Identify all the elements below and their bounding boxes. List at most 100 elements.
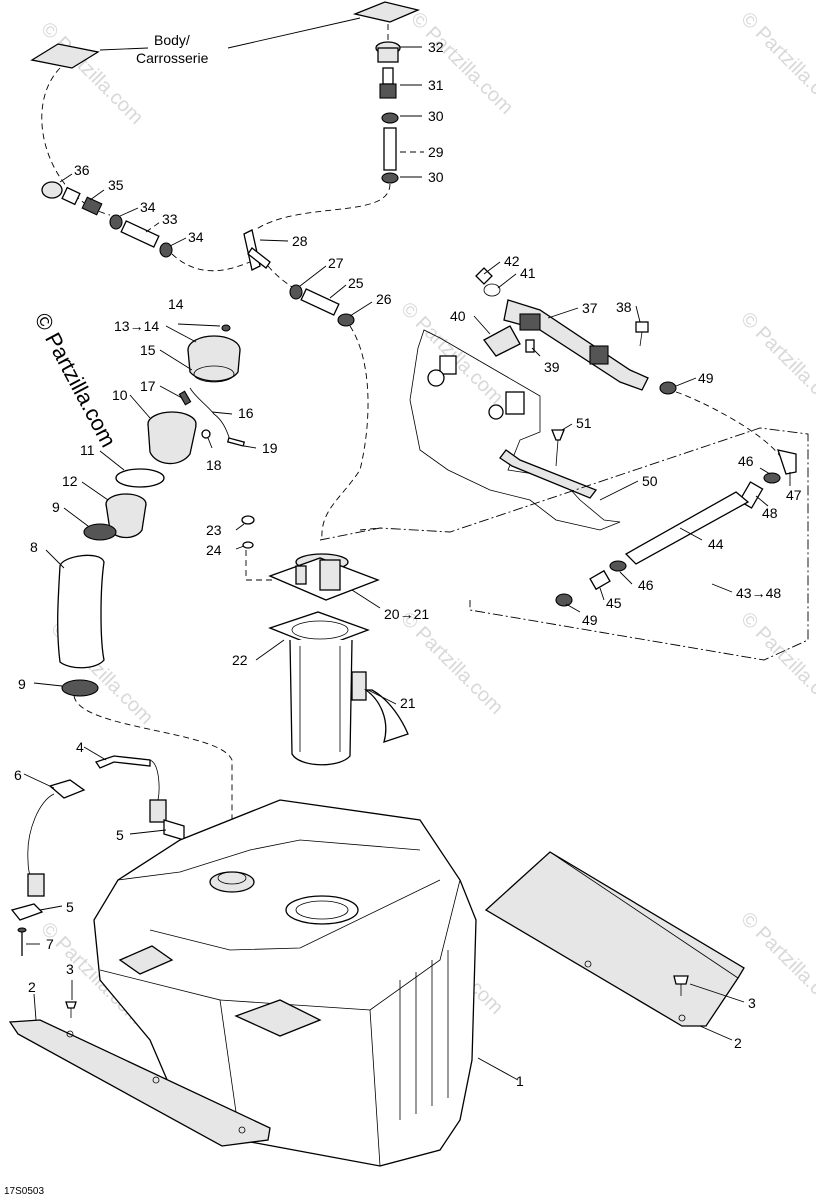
callout-23: 23 xyxy=(206,522,222,538)
drawing-code: 17S0503 xyxy=(4,1186,44,1197)
callout-51: 51 xyxy=(576,415,592,431)
plate-hole-left xyxy=(427,369,445,387)
fitting-35-body xyxy=(81,196,103,216)
plate-hole-right xyxy=(488,404,504,420)
callout-35: 35 xyxy=(108,177,124,193)
callout-44: 44 xyxy=(708,536,724,552)
plate-slot-left xyxy=(439,355,457,375)
callout-41: 41 xyxy=(520,265,536,281)
filler-hose-8 xyxy=(57,554,105,669)
pump-canister xyxy=(289,639,353,766)
callout-47: 47 xyxy=(786,487,802,503)
strap-6-buckle xyxy=(27,873,45,897)
o-ring-41 xyxy=(483,283,501,297)
callout-20: 20→21 xyxy=(384,606,429,622)
callout-16: 16 xyxy=(238,405,254,421)
washer-24 xyxy=(242,541,254,549)
callout-30: 30 xyxy=(428,169,444,185)
body-label-fr: Carrosserie xyxy=(136,50,209,66)
tank-boss-left xyxy=(118,945,174,975)
gasket-15 xyxy=(193,365,235,383)
plate-slot-right xyxy=(505,391,525,415)
clamp-9-upper xyxy=(83,523,117,541)
elbow-47 xyxy=(777,449,797,475)
fuel-tank xyxy=(93,799,519,1167)
watermark: © Partzilla.com xyxy=(36,18,147,129)
callout-5: 5 xyxy=(66,899,74,915)
clamp-30-upper xyxy=(381,112,399,124)
body-patch-right xyxy=(352,1,421,23)
clamp-46-upper xyxy=(763,472,781,484)
body-patches: Body/ Carrosserie xyxy=(30,1,421,216)
clamp-49-lower xyxy=(555,593,573,607)
callout-15: 15 xyxy=(140,342,156,358)
callout-24: 24 xyxy=(206,542,222,558)
fuel-cap-body xyxy=(187,349,241,382)
injector-40 xyxy=(483,325,521,357)
heat-shield-50 xyxy=(499,449,598,499)
callout-29: 29 xyxy=(428,144,444,160)
callout-27: 27 xyxy=(328,255,344,271)
rivet-7-head xyxy=(17,927,27,933)
clip-39 xyxy=(525,339,535,353)
callout-26: 26 xyxy=(376,291,392,307)
fuel-pump-assembly xyxy=(235,515,409,766)
callout-3: 3 xyxy=(748,995,756,1011)
callout-12: 12 xyxy=(62,473,78,489)
callout-38: 38 xyxy=(616,299,632,315)
callout-2: 2 xyxy=(734,1035,742,1051)
callout-14: 14 xyxy=(168,296,184,312)
screw-17 xyxy=(178,390,192,406)
cap-42 xyxy=(475,267,493,285)
callout-31: 31 xyxy=(428,77,444,93)
clamp-27 xyxy=(289,284,303,300)
tank-boss-mid xyxy=(234,999,322,1037)
clamp-46-lower xyxy=(609,560,627,572)
watermark: © Partzilla.com xyxy=(736,8,816,119)
pump-fitting-left xyxy=(295,565,307,585)
tee-branch xyxy=(247,247,271,269)
mounting-plate xyxy=(409,329,621,531)
callout-3: 3 xyxy=(66,961,74,977)
callout-4: 4 xyxy=(76,739,84,755)
callout-50: 50 xyxy=(642,473,658,489)
callout-28: 28 xyxy=(292,233,308,249)
gasket-11 xyxy=(115,468,165,488)
callout-2: 2 xyxy=(28,979,36,995)
hose-33 xyxy=(120,220,160,248)
clamp-26 xyxy=(337,313,355,327)
callout-6: 6 xyxy=(14,767,22,783)
clamp-34-left xyxy=(109,214,123,230)
clamp-30-lower xyxy=(381,172,399,184)
callout-21: 21 xyxy=(400,695,416,711)
fuel-hose-44 xyxy=(624,491,750,565)
grommet-36 xyxy=(41,181,63,199)
callout-9: 9 xyxy=(52,499,60,515)
callout-34: 34 xyxy=(188,229,204,245)
screw-19 xyxy=(226,437,246,447)
fitting-35 xyxy=(61,186,81,206)
body-patch-left xyxy=(30,43,100,69)
clamp-9-lower xyxy=(61,679,99,697)
tank-pump-opening xyxy=(285,895,359,925)
fuel-tank-1 xyxy=(93,799,477,1167)
callout-46: 46 xyxy=(638,577,654,593)
callout-11: 11 xyxy=(80,442,95,458)
callout-43: 43→48 xyxy=(736,585,781,601)
skid-plate-2-right xyxy=(484,851,745,1027)
tank-filler-neck xyxy=(209,871,255,893)
callout-40: 40 xyxy=(450,308,466,324)
watermark: © Partzilla.com xyxy=(406,8,517,119)
fuel-rail-assembly xyxy=(319,261,809,661)
bolt-38 xyxy=(635,321,649,333)
hose-29 xyxy=(383,127,397,171)
filler-neck-body xyxy=(147,423,197,465)
callout-45: 45 xyxy=(606,595,622,611)
callout-33: 33 xyxy=(162,211,178,227)
skid-plate-2-left xyxy=(8,1019,271,1147)
fuel-level-sender-21 xyxy=(351,671,367,701)
callout-32: 32 xyxy=(428,39,444,55)
callout-9: 9 xyxy=(18,676,26,692)
tether-16 xyxy=(189,387,231,441)
